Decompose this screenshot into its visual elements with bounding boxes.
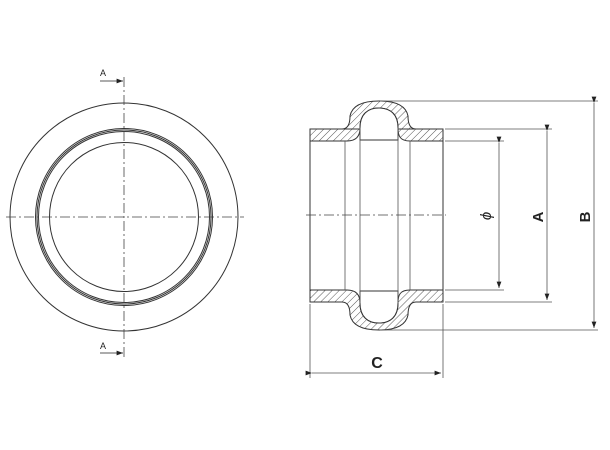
c-label: C (371, 355, 383, 372)
section-label-bottom: A (100, 341, 106, 351)
section-label-top: A (100, 68, 106, 78)
section-view: ϕ A B C (305, 96, 598, 378)
b-label: B (577, 211, 594, 222)
front-view: A A (6, 68, 244, 357)
diameter-label: ϕ (478, 212, 495, 220)
a-label: A (530, 211, 547, 222)
